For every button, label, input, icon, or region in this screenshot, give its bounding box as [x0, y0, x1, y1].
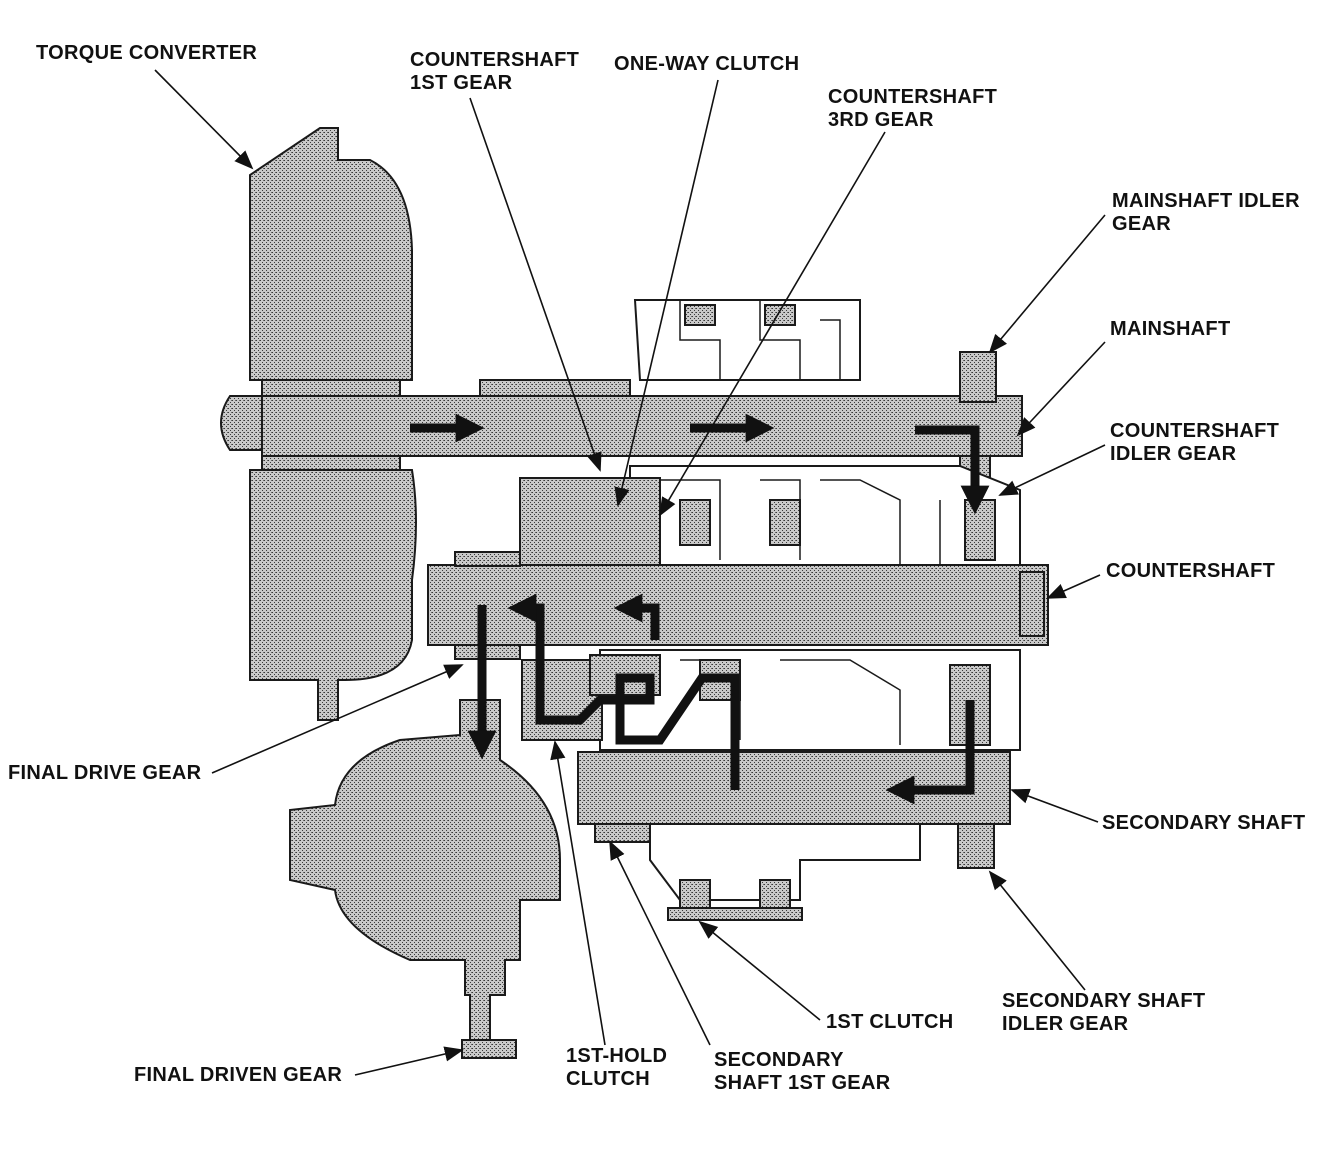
label-line: SECONDARY SHAFT: [1002, 990, 1206, 1012]
label-countershaft-3rd-gear: COUNTERSHAFT 3RD GEAR: [828, 86, 997, 132]
label-secondary-shaft: SECONDARY SHAFT: [1102, 812, 1306, 834]
label-line: IDLER GEAR: [1110, 443, 1237, 465]
label-countershaft-idler-gear: COUNTERSHAFT IDLER GEAR: [1110, 420, 1279, 466]
label-line: 1ST GEAR: [410, 72, 513, 94]
label-secondary-shaft-1st-gear: SECONDARY SHAFT 1ST GEAR: [714, 1049, 890, 1095]
leader-lines: [154, 69, 1106, 1076]
label-countershaft: COUNTERSHAFT: [1106, 560, 1276, 582]
label-secondary-shaft-idler-gear: SECONDARY SHAFT IDLER GEAR: [1002, 990, 1205, 1036]
label-final-drive-gear: FINAL DRIVE GEAR: [8, 762, 202, 784]
label-mainshaft-idler-gear: MAINSHAFT IDLER GEAR: [1112, 190, 1300, 236]
final-driven-gear-assembly: [289, 699, 561, 1059]
label-line: CLUTCH: [566, 1068, 651, 1090]
secondary-shaft-body: [577, 751, 1011, 921]
label-line: MAINSHAFT IDLER: [1112, 190, 1300, 212]
label-line: SECONDARY: [714, 1049, 844, 1071]
label-mainshaft: MAINSHAFT: [1110, 318, 1231, 340]
label-countershaft-1st-gear: COUNTERSHAFT 1ST GEAR: [410, 49, 579, 95]
label-line: COUNTERSHAFT: [410, 49, 580, 71]
label-line: COUNTERSHAFT: [1110, 420, 1280, 442]
label-line: 1ST-HOLD: [566, 1045, 668, 1067]
label-torque-converter: TORQUE CONVERTER: [36, 42, 258, 64]
label-line: COUNTERSHAFT: [828, 86, 998, 108]
label-1st-clutch: 1ST CLUTCH: [826, 1011, 954, 1033]
label-final-driven-gear: FINAL DRIVEN GEAR: [134, 1064, 343, 1086]
power-flow-path: [410, 413, 990, 805]
label-line: IDLER GEAR: [1002, 1013, 1129, 1035]
label-1st-hold-clutch: 1ST-HOLD CLUTCH: [566, 1045, 667, 1091]
label-line: SHAFT 1ST GEAR: [714, 1072, 891, 1094]
label-line: 3RD GEAR: [828, 109, 934, 131]
upper-clutch-housings: [629, 299, 1021, 576]
label-one-way-clutch: ONE-WAY CLUTCH: [614, 53, 800, 75]
label-line: GEAR: [1112, 213, 1171, 235]
